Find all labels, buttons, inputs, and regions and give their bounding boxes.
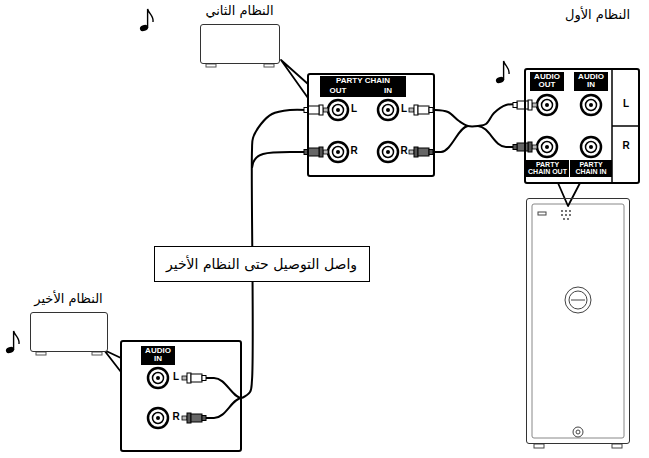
rca-plug-part bbox=[182, 373, 206, 383]
jack-tag: AUDIO IN bbox=[574, 72, 608, 91]
tower-detail-part-part bbox=[561, 214, 563, 216]
tower-detail-part bbox=[573, 427, 583, 437]
tower-detail-part-part bbox=[569, 210, 571, 212]
jack-socket-part bbox=[328, 142, 348, 162]
channel-label: L bbox=[620, 99, 632, 110]
channel-label: R bbox=[400, 146, 408, 157]
jack-socket-part bbox=[148, 408, 168, 428]
tower-detail-part bbox=[571, 300, 585, 301]
tower-detail bbox=[532, 204, 624, 448]
unit-detail-part bbox=[206, 64, 216, 67]
channel-label: L bbox=[400, 104, 408, 115]
jack-tag: PARTY CHAIN IN bbox=[570, 160, 612, 177]
tower-detail-part-part bbox=[565, 214, 567, 216]
jack-socket bbox=[148, 95, 601, 428]
system-label: النظام الأخير bbox=[34, 292, 102, 306]
music-note-part bbox=[5, 331, 19, 354]
jack-tag: AUDIO OUT bbox=[530, 72, 564, 91]
tower-detail-part-part bbox=[567, 218, 569, 220]
cable-branch-part bbox=[252, 152, 304, 168]
tower-detail-part-part bbox=[565, 210, 567, 212]
tower-detail-part bbox=[576, 430, 580, 434]
system-label: النظام الثاني bbox=[205, 4, 273, 18]
unit-detail-part bbox=[264, 64, 274, 67]
instruction-text: واصل التوصيل حتى النظام الأخير bbox=[166, 257, 357, 272]
audio-cable bbox=[435, 104, 524, 126]
callout-tail-part bbox=[104, 350, 121, 372]
jack-panel: PARTY CHAIN OUT IN L R L R bbox=[307, 73, 435, 177]
panel-detail bbox=[320, 69, 639, 183]
jack-socket-part bbox=[537, 95, 557, 115]
unit-detail-part bbox=[36, 352, 46, 355]
music-note-part bbox=[139, 9, 153, 32]
cable-branch-part bbox=[433, 126, 468, 152]
cable-branch-part bbox=[478, 126, 513, 147]
jack-socket-part bbox=[148, 368, 168, 388]
rca-plug-part bbox=[182, 413, 206, 423]
jack-socket-part bbox=[581, 137, 601, 157]
channel-label: R bbox=[350, 146, 358, 157]
tower-detail-part-part bbox=[561, 210, 563, 212]
rca-plug-part bbox=[409, 105, 433, 115]
panel-detail-part bbox=[612, 125, 639, 127]
tower-detail-part bbox=[538, 212, 546, 215]
music-note bbox=[5, 9, 509, 354]
stereo-unit: النظام الأخير bbox=[30, 312, 108, 352]
rca-plug-part bbox=[409, 147, 433, 157]
callout-tail-part bbox=[558, 183, 580, 206]
channel-label: R bbox=[620, 141, 632, 152]
tower-detail-part bbox=[534, 444, 544, 448]
jack-socket-part bbox=[537, 137, 557, 157]
channel-label: R bbox=[172, 412, 180, 423]
tower-detail-part bbox=[565, 287, 591, 313]
jack-header: OUT bbox=[320, 87, 356, 95]
unit-detail bbox=[32, 58, 278, 355]
jack-socket-part bbox=[328, 100, 348, 120]
music-note-part-part bbox=[148, 9, 154, 28]
callout-tail bbox=[104, 60, 580, 372]
tower-detail-part bbox=[561, 210, 571, 220]
tower-detail-part bbox=[569, 291, 587, 309]
jack-tag: PARTY CHAIN OUT bbox=[526, 160, 569, 177]
cable-branch-part bbox=[206, 378, 242, 398]
channel-label: L bbox=[172, 372, 180, 383]
jack-socket-part bbox=[378, 100, 398, 120]
jack-panel: AUDIO OUT AUDIO IN L R PARTY CHAIN OUTPARTY … bbox=[524, 68, 640, 184]
jack-header: PARTY CHAIN bbox=[320, 77, 406, 85]
music-note-part bbox=[495, 61, 509, 84]
tower-detail-part bbox=[612, 444, 622, 448]
jack-header: IN bbox=[370, 87, 406, 95]
tower-detail-part bbox=[532, 204, 624, 438]
music-note-part-part bbox=[504, 61, 510, 80]
jack-socket-part bbox=[581, 95, 601, 115]
system-label: النظام الأول bbox=[565, 8, 630, 22]
tower-speaker: النظام الأول bbox=[526, 198, 630, 444]
cable-branch-part bbox=[206, 398, 242, 418]
tower-detail-part-part bbox=[563, 218, 565, 220]
channel-label: L bbox=[350, 104, 358, 115]
jack-panel: AUDIO IN L R bbox=[120, 340, 242, 452]
jack-socket-part bbox=[378, 142, 398, 162]
callout-tail-part bbox=[281, 60, 308, 98]
unit-detail-part bbox=[92, 352, 102, 355]
music-note-part-part bbox=[14, 331, 20, 350]
tower-detail-part-part bbox=[569, 214, 571, 216]
stereo-unit: النظام الثاني bbox=[200, 24, 280, 64]
panel-detail-part bbox=[320, 76, 406, 97]
jack-tag: AUDIO IN bbox=[141, 346, 175, 365]
note-box: واصل التوصيل حتى النظام الأخير bbox=[154, 246, 370, 282]
